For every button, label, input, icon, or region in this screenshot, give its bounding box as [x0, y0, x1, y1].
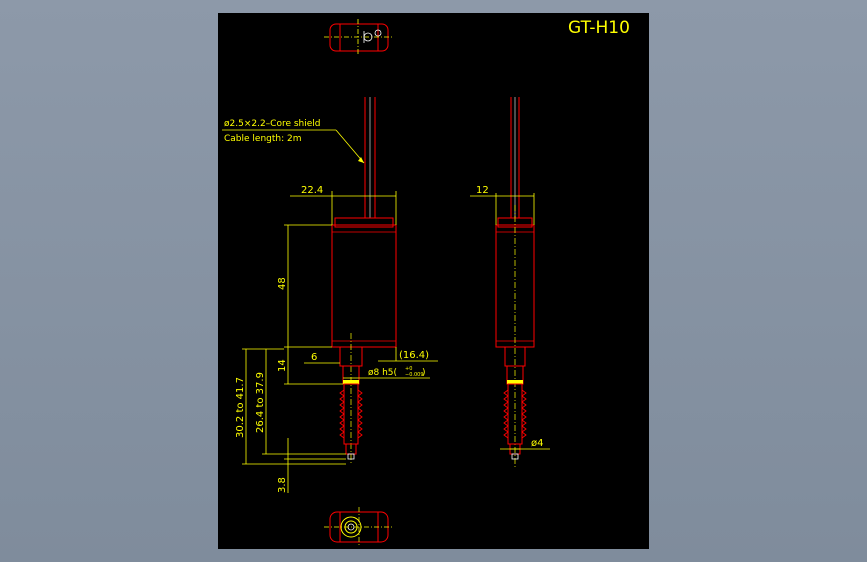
dim-range-inner: 26.4 to 37.9	[255, 372, 266, 433]
cad-drawing: GT-H10	[222, 18, 630, 547]
dim-tip-dia: ø4	[531, 438, 543, 449]
shaft-spec-tol-lower: −0.009	[405, 372, 424, 378]
dim-shaft-spec: ø8 h5( +0 −0.009 )	[368, 366, 426, 378]
dim-tip-3-8: 3.8	[277, 477, 288, 493]
bottom-view	[324, 507, 394, 547]
dim-width-front: 22.4	[301, 185, 323, 196]
side-view	[495, 97, 535, 468]
dim-neck-offset: 6	[311, 352, 317, 363]
drawing-viewport[interactable]: GT-H10	[218, 13, 649, 549]
dim-length-14: 14	[277, 359, 288, 372]
drawing-title: GT-H10	[568, 18, 630, 38]
dim-ref-16-4: (16.4)	[399, 350, 429, 361]
shaft-spec-main: ø8 h5(	[368, 368, 397, 378]
cable-note-line2: Cable length: 2m	[224, 134, 301, 144]
shaft-spec-tol-upper: +0	[405, 366, 412, 372]
dim-width-side: 12	[476, 185, 489, 196]
top-view	[324, 19, 394, 56]
cable-note-line1: ø2.5×2.2–Core shield	[224, 119, 321, 129]
front-view	[331, 97, 397, 463]
shaft-spec-close: )	[422, 368, 426, 378]
side-dimensions	[470, 193, 550, 450]
dim-range-outer: 30.2 to 41.7	[235, 377, 246, 438]
dim-height-body: 48	[277, 277, 288, 290]
front-dimensions	[222, 129, 438, 493]
